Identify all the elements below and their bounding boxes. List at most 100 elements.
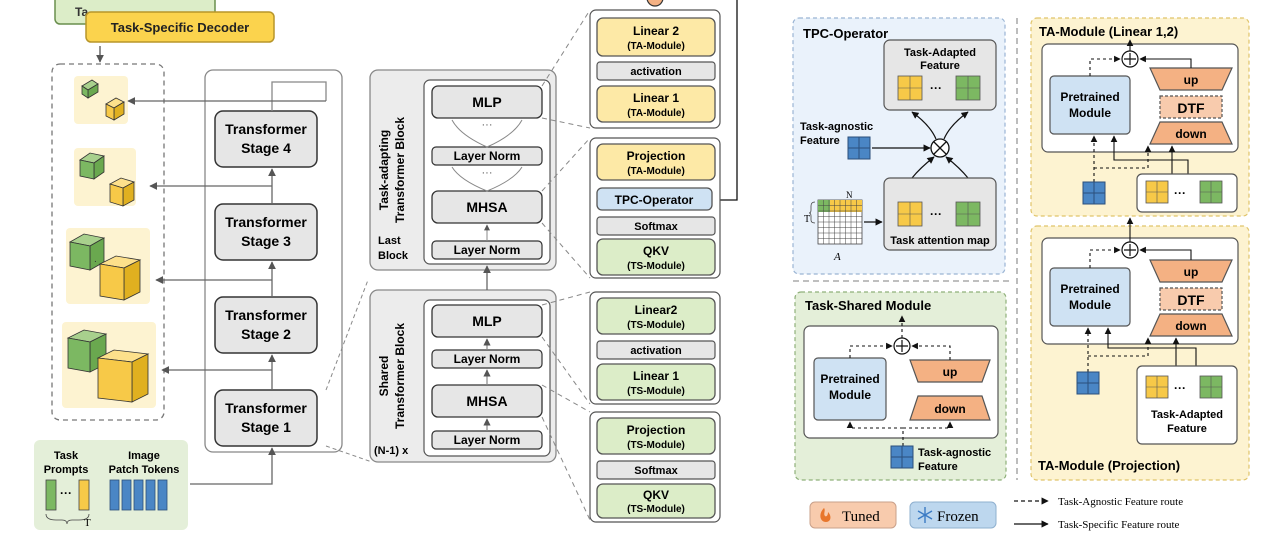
ta-mhsa-label: MHSA [466,199,507,215]
ts-linear2-line1: Linear2 [635,303,678,317]
stage-arrows [127,81,327,485]
tpc-operator-box [596,187,713,211]
task-specific-decoder [85,11,275,43]
decoder-back-label: Ta [75,5,88,19]
ta-activation-box [596,61,716,81]
legend-tuned-label: Tuned [842,509,880,525]
ts-up-label: up [943,365,958,379]
feature-level-4 [74,76,128,124]
ta-activation-label: activation [630,66,682,78]
task-shared-panel: Task-Shared Module Pretrained Module up … [794,291,1007,481]
shared-block-title-line1: Shared [377,356,391,397]
feature-level-2: . [66,228,150,304]
stage-1-line1: Transformer [225,400,307,416]
last-block-line1: Last [378,235,401,247]
svg-text:···: ··· [60,486,72,500]
legend-frozen [909,501,997,529]
ts-pretrained-line2: Module [829,388,871,402]
tap-down-block [1149,313,1233,337]
tap-down-label: down [1175,319,1206,333]
ta-projection-box [596,143,716,181]
legend-agnostic-route: Task-Agnostic Feature route [1058,496,1183,508]
ts-linear2-line2: (TS-Module) [627,320,685,331]
ta-mhsa-dots: ··· [482,167,493,179]
ts-projection-line2: (TS-Module) [627,440,685,451]
ts-agnostic-line2: Feature [918,461,958,473]
task-shared-title: Task-Shared Module [805,298,931,313]
ts-projection-box [596,417,716,455]
left-section: Ta Task-Specific Decoder [34,0,373,530]
ta-qkv-line2: (TS-Module) [627,261,685,272]
tal-down-label: down [1175,127,1206,141]
ts-activation-box [596,340,716,360]
tal-dots: ··· [1174,186,1186,200]
ts-up-block [909,359,991,383]
tal-dtf-label: DTF [1177,100,1205,116]
ts-softmax-label: Softmax [634,465,678,477]
ta-linear1-box [596,85,716,123]
tap-dots: ··· [1174,381,1186,395]
transformer-stage-3: Transformer Stage 3 [214,203,318,261]
ta-linear1-line1: Linear 1 [633,91,679,105]
legend-tuned [809,501,897,529]
tal-up-block [1149,67,1233,91]
ta-layer-norm-bottom-label: Layer Norm [454,243,521,257]
svg-text:.: . [94,254,97,265]
tpc-adapted-line2: Feature [920,60,960,72]
tap-up-label: up [1184,265,1199,279]
ts-linear1-box [596,363,716,401]
tpc-attention-map-label: Task attention map [890,235,990,247]
feature-level-3 [74,148,136,207]
ts-agnostic-line1: Task-agnostic [918,447,991,459]
stage-4-line1: Transformer [225,121,307,137]
tap-dtf-label: DTF [1177,292,1205,308]
tal-pretrained-line1: Pretrained [1060,90,1119,104]
ta-projection-line1: Projection [627,149,686,163]
ta-qkv-box [596,238,716,276]
ta-block-title-line2: Transformer Block [393,117,407,223]
ta-qkv-line1: QKV [643,244,669,258]
ts-activation-label: activation [630,345,682,357]
ta-layer-norm-top-label: Layer Norm [454,149,521,163]
tal-adapted-grid: ··· [1145,180,1223,204]
tap-pretrained-line2: Module [1069,298,1111,312]
ta-linear2-box [596,17,716,57]
tpc-operator-panel: TPC-Operator Task-Adapted Feature ··· Ta… [792,17,1006,275]
ta-projection-line2: (TA-Module) [627,166,685,177]
ta-block-title-line1: Task-adapting [377,130,391,210]
task-prompts-line2: Prompts [44,464,89,476]
ts-linear2-box [596,297,716,335]
ta-projection-panel: Pretrained Module up DTF down ··· Tas [1030,217,1250,481]
tpc-attention-map-grid: ··· [897,201,981,227]
ta-mlp [431,85,543,119]
ts-qkv-line2: (TS-Module) [627,504,685,515]
tap-dtf-block [1159,287,1223,311]
transformer-stage-1: Transformer Stage 1 [214,389,318,447]
tpc-agnostic-line1: Task-agnostic [800,121,873,133]
legend-specific-route: Task-Specific Feature route [1058,519,1180,531]
legend-frozen-label: Frozen [937,509,979,525]
ta-linear2-line1: Linear 2 [633,24,679,38]
stage-4-line2: Stage 4 [241,140,291,156]
shared-mhsa-label: MHSA [466,393,507,409]
stage-2-line2: Stage 2 [241,326,291,342]
stage-1-line2: Stage 1 [241,419,291,435]
tpc-adapted-dots: ··· [930,81,942,95]
ta-linear2-line2: (TA-Module) [627,41,685,52]
tal-pretrained-line2: Module [1069,106,1111,120]
transformer-stage-2: Transformer Stage 2 [214,296,318,354]
tal-dtf-block [1159,95,1223,119]
shared-mlp-label: MLP [472,313,502,329]
tap-adapted-line1: Task-Adapted [1151,409,1223,421]
legend: Tuned Frozen Task-Agnostic Feature route… [809,496,1183,531]
ts-softmax-box [596,460,716,480]
detail-column: Linear 2 (TA-Module) activation Linear 1… [589,0,738,523]
task-specific-decoder-label: Task-Specific Decoder [111,20,249,35]
shared-block-title-line2: Transformer Block [393,323,407,429]
ts-down-label: down [934,402,965,416]
ts-linear1-line1: Linear 1 [633,369,679,383]
ts-projection-line1: Projection [627,423,686,437]
stage-2-line1: Transformer [225,307,307,323]
